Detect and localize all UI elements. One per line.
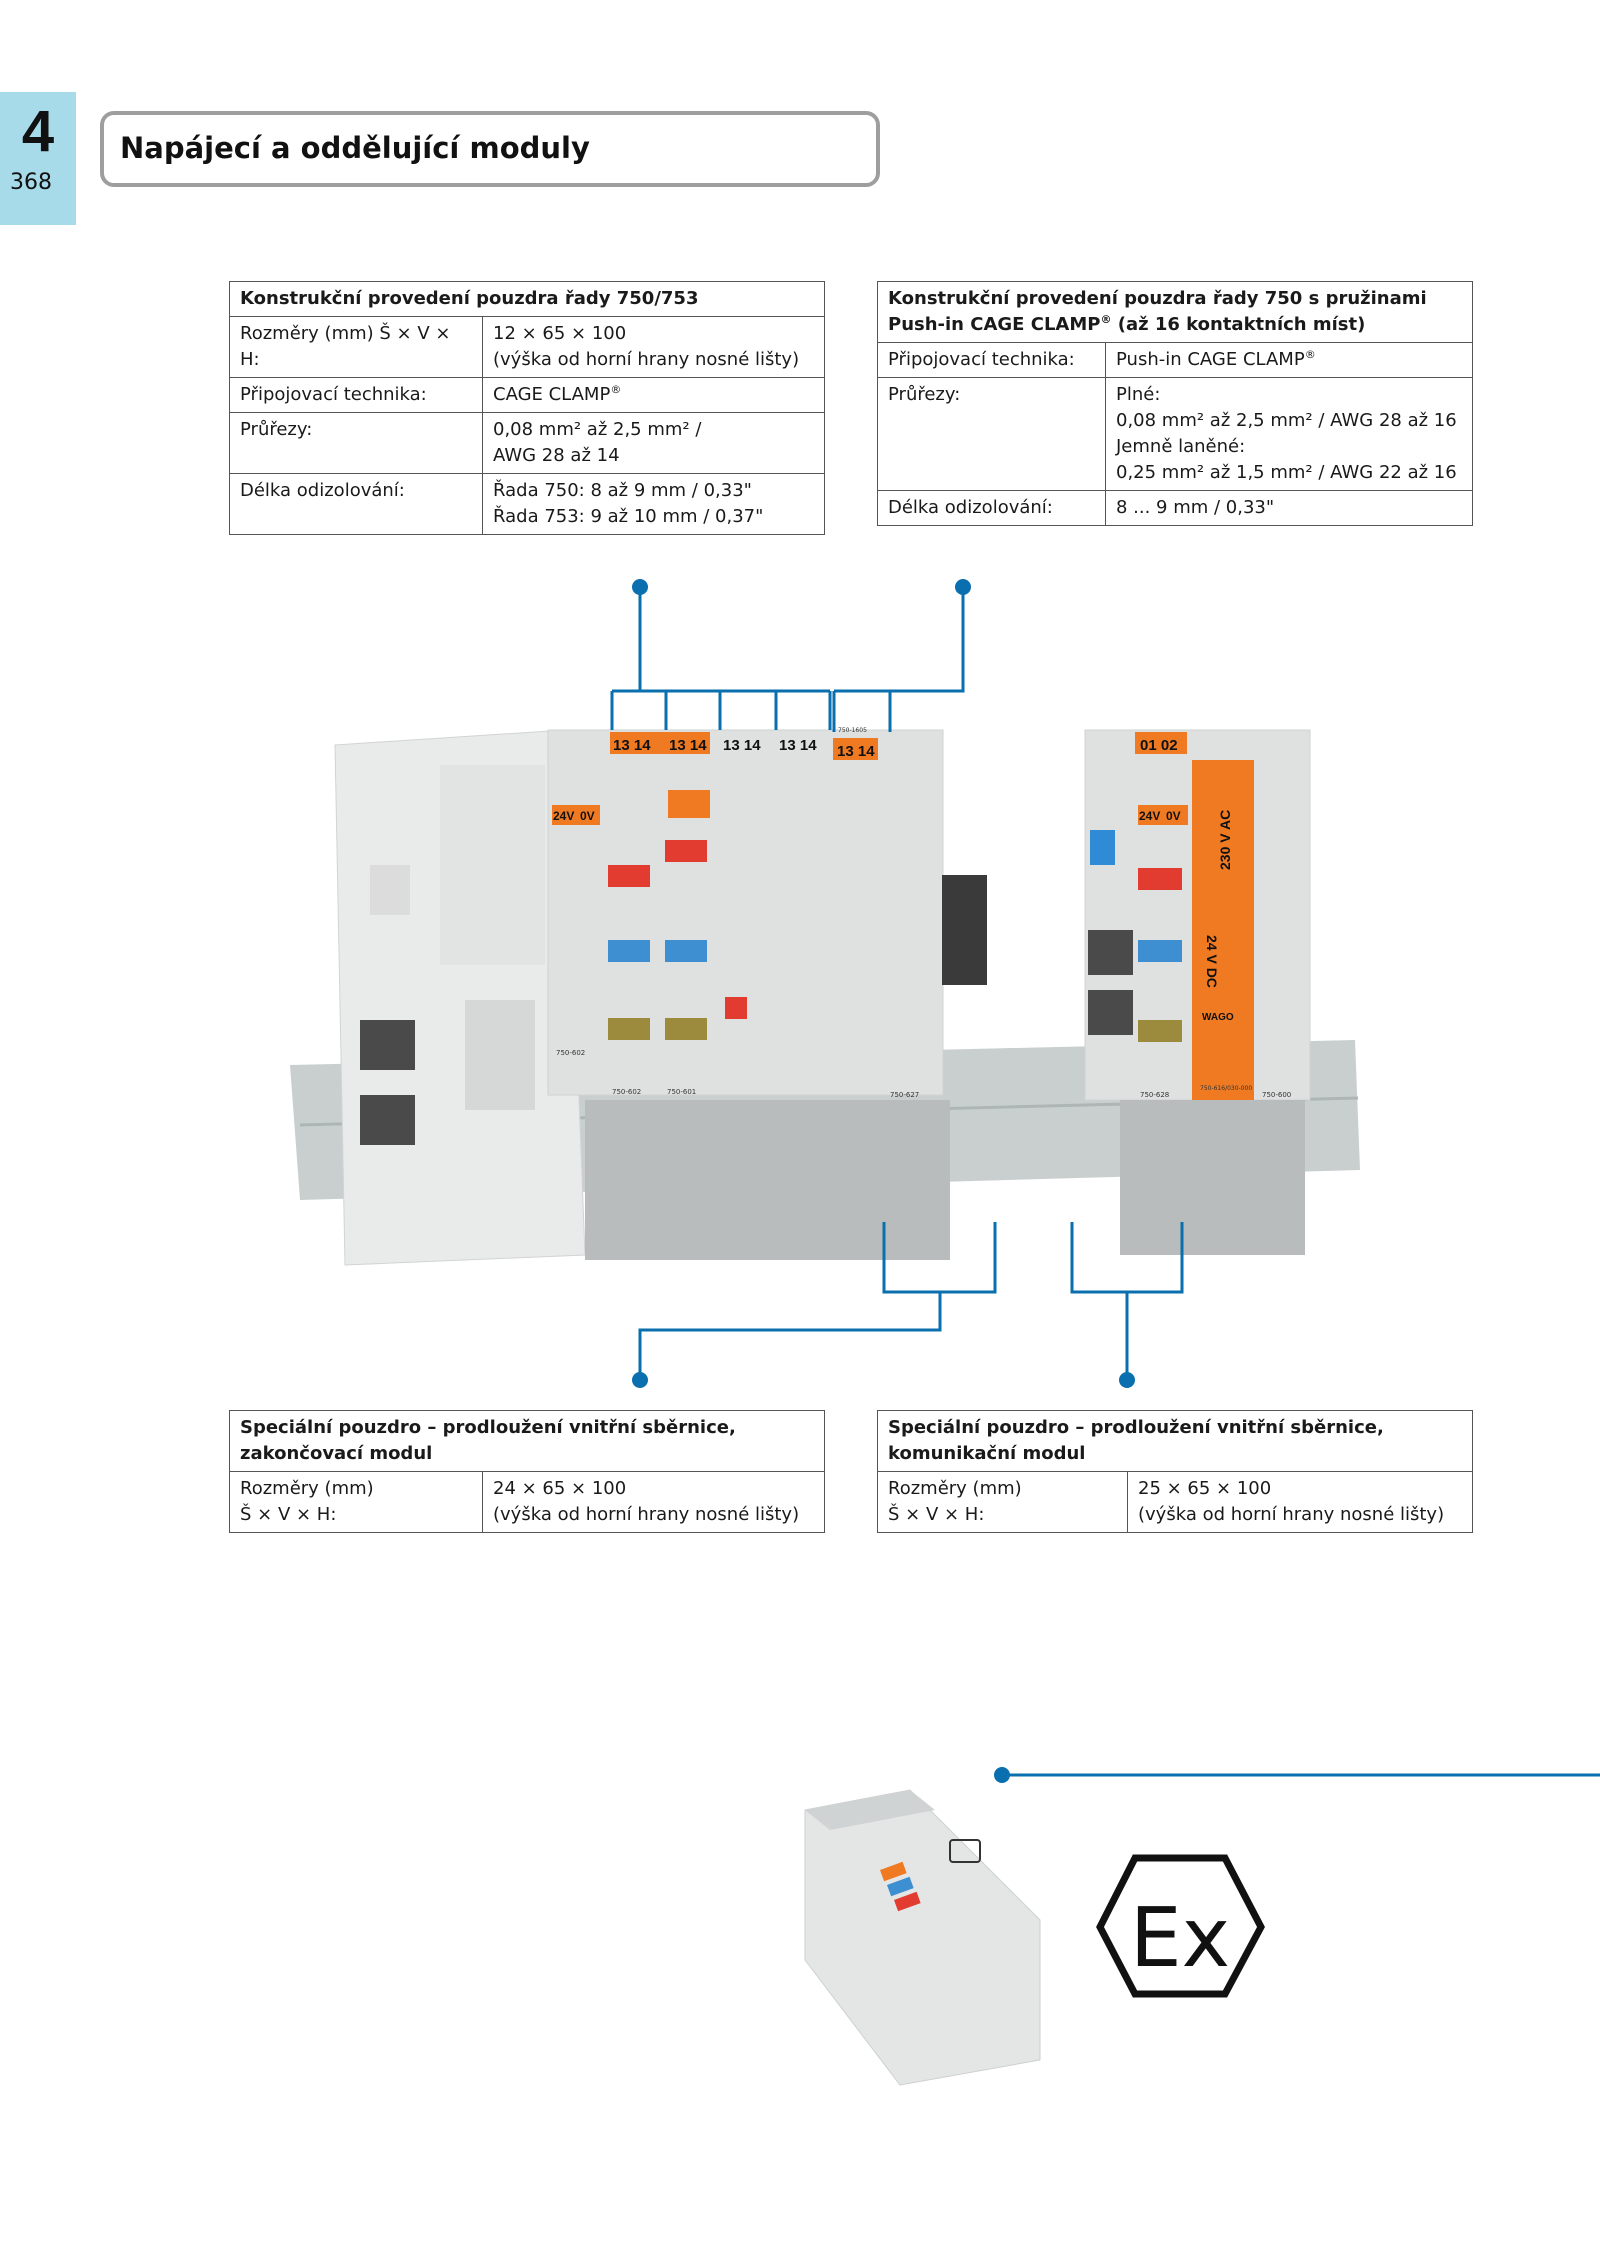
row-value: Řada 750: 8 až 9 mm / 0,33"Řada 753: 9 a… xyxy=(482,473,825,535)
terminal-label: 13 14 xyxy=(723,737,761,754)
table-row: Rozměry (mm)Š × V × H: 25 × 65 × 100(výš… xyxy=(877,1471,1473,1533)
module-label: 750-600 xyxy=(1262,1091,1291,1099)
row-label: Připojovací technika: xyxy=(877,342,1106,378)
terminal-label: 13 14 xyxy=(669,737,707,754)
table-row: Průřezy: 0,08 mm² až 2,5 mm² /AWG 28 až … xyxy=(229,412,825,474)
callout-lines xyxy=(610,590,1600,1777)
spec-table-750-753: Konstrukční provedení pouzdra řady 750/7… xyxy=(229,281,825,535)
row-label: Průřezy: xyxy=(877,377,1106,491)
terminal-label: 13 14 xyxy=(779,737,817,754)
terminal-label: 13 14 xyxy=(613,737,651,754)
ex-symbol-text: Ex xyxy=(1130,1891,1230,1986)
chapter-number: 4 xyxy=(21,99,55,164)
section-title: Napájecí a oddělující moduly xyxy=(120,131,590,165)
spec-table-end-module: Speciální pouzdro – prodloužení vnitřní … xyxy=(229,1410,825,1533)
voltage-label-0: 0V xyxy=(580,809,595,823)
module-label: 750-601 xyxy=(667,1088,696,1096)
ex-hexagon xyxy=(1096,1854,1265,1998)
table-header: Speciální pouzdro – prodloužení vnitřní … xyxy=(877,1410,1473,1472)
module-label: 750-616/030-000 xyxy=(1200,1085,1252,1092)
row-label: Rozměry (mm)Š × V × H: xyxy=(229,1471,483,1533)
table-header: Konstrukční provedení pouzdra řady 750 s… xyxy=(877,281,1473,343)
section-title-box: Napájecí a oddělující moduly xyxy=(100,111,880,187)
row-label: Průřezy: xyxy=(229,412,483,474)
voltage-label-0: 0V xyxy=(1166,809,1181,823)
module-label: 750-602 xyxy=(556,1049,585,1057)
relay-ac-label: 230 V AC xyxy=(1217,810,1233,870)
table-row: Rozměry (mm)Š × V × H: 24 × 65 × 100(výš… xyxy=(229,1471,825,1533)
spec-table-comm-module: Speciální pouzdro – prodloužení vnitřní … xyxy=(877,1410,1473,1533)
voltage-label-24: 24V xyxy=(1139,809,1160,823)
table-row: Délka odizolování: Řada 750: 8 až 9 mm /… xyxy=(229,473,825,535)
table-row: Délka odizolování: 8 ... 9 mm / 0,33" xyxy=(877,490,1473,526)
row-value: 12 × 65 × 100(výška od horní hrany nosné… xyxy=(482,316,825,378)
table-header: Konstrukční provedení pouzdra řady 750/7… xyxy=(229,281,825,317)
ex-module xyxy=(804,1789,1041,2086)
module-label: 750-627 xyxy=(890,1091,919,1099)
relay-module xyxy=(1192,760,1254,1100)
module-group-right: 01 02 24V 0V 230 V AC 24 V DC WAGO 750-6… xyxy=(1084,729,1311,1255)
callout-dots xyxy=(632,579,1135,1783)
row-label: Připojovací technika: xyxy=(229,377,483,413)
page-number: 368 xyxy=(10,170,52,195)
table-row: Připojovací technika: CAGE CLAMP® xyxy=(229,377,825,413)
fieldbus-coupler xyxy=(334,729,586,1266)
terminal-label: 01 02 xyxy=(1140,737,1178,754)
ex-symbol: Ex xyxy=(1096,1854,1265,1998)
brand-label: WAGO xyxy=(1202,1012,1234,1023)
row-value: 0,08 mm² až 2,5 mm² /AWG 28 až 14 xyxy=(482,412,825,474)
row-label: Rozměry (mm)Š × V × H: xyxy=(877,1471,1128,1533)
module-label: 750-1605 xyxy=(838,727,867,734)
row-value: 24 × 65 × 100(výška od horní hrany nosné… xyxy=(482,1471,825,1533)
table-row: Rozměry (mm) Š × V × H: 12 × 65 × 100(vý… xyxy=(229,316,825,378)
module-label: 750-602 xyxy=(612,1088,641,1096)
spec-table-750-pushin: Konstrukční provedení pouzdra řady 750 s… xyxy=(877,281,1473,526)
row-label: Délka odizolování: xyxy=(229,473,483,535)
module-group-left: 13 14 13 14 13 14 13 14 13 14 24V 0V 750… xyxy=(547,727,987,1260)
row-value: 8 ... 9 mm / 0,33" xyxy=(1105,490,1473,526)
chapter-tab: 4 368 xyxy=(0,92,76,225)
row-value: CAGE CLAMP® xyxy=(482,377,825,413)
row-label: Délka odizolování: xyxy=(877,490,1106,526)
table-header: Speciální pouzdro – prodloužení vnitřní … xyxy=(229,1410,825,1472)
row-value: Push-in CAGE CLAMP® xyxy=(1105,342,1473,378)
row-label: Rozměry (mm) Š × V × H: xyxy=(229,316,483,378)
row-value: 25 × 65 × 100(výška od horní hrany nosné… xyxy=(1127,1471,1473,1533)
terminal-label: 13 14 xyxy=(837,743,875,760)
relay-dc-label: 24 V DC xyxy=(1204,935,1220,988)
table-row: Připojovací technika: Push-in CAGE CLAMP… xyxy=(877,342,1473,378)
voltage-label-24: 24V xyxy=(553,809,574,823)
module-label: 750-628 xyxy=(1140,1091,1169,1099)
